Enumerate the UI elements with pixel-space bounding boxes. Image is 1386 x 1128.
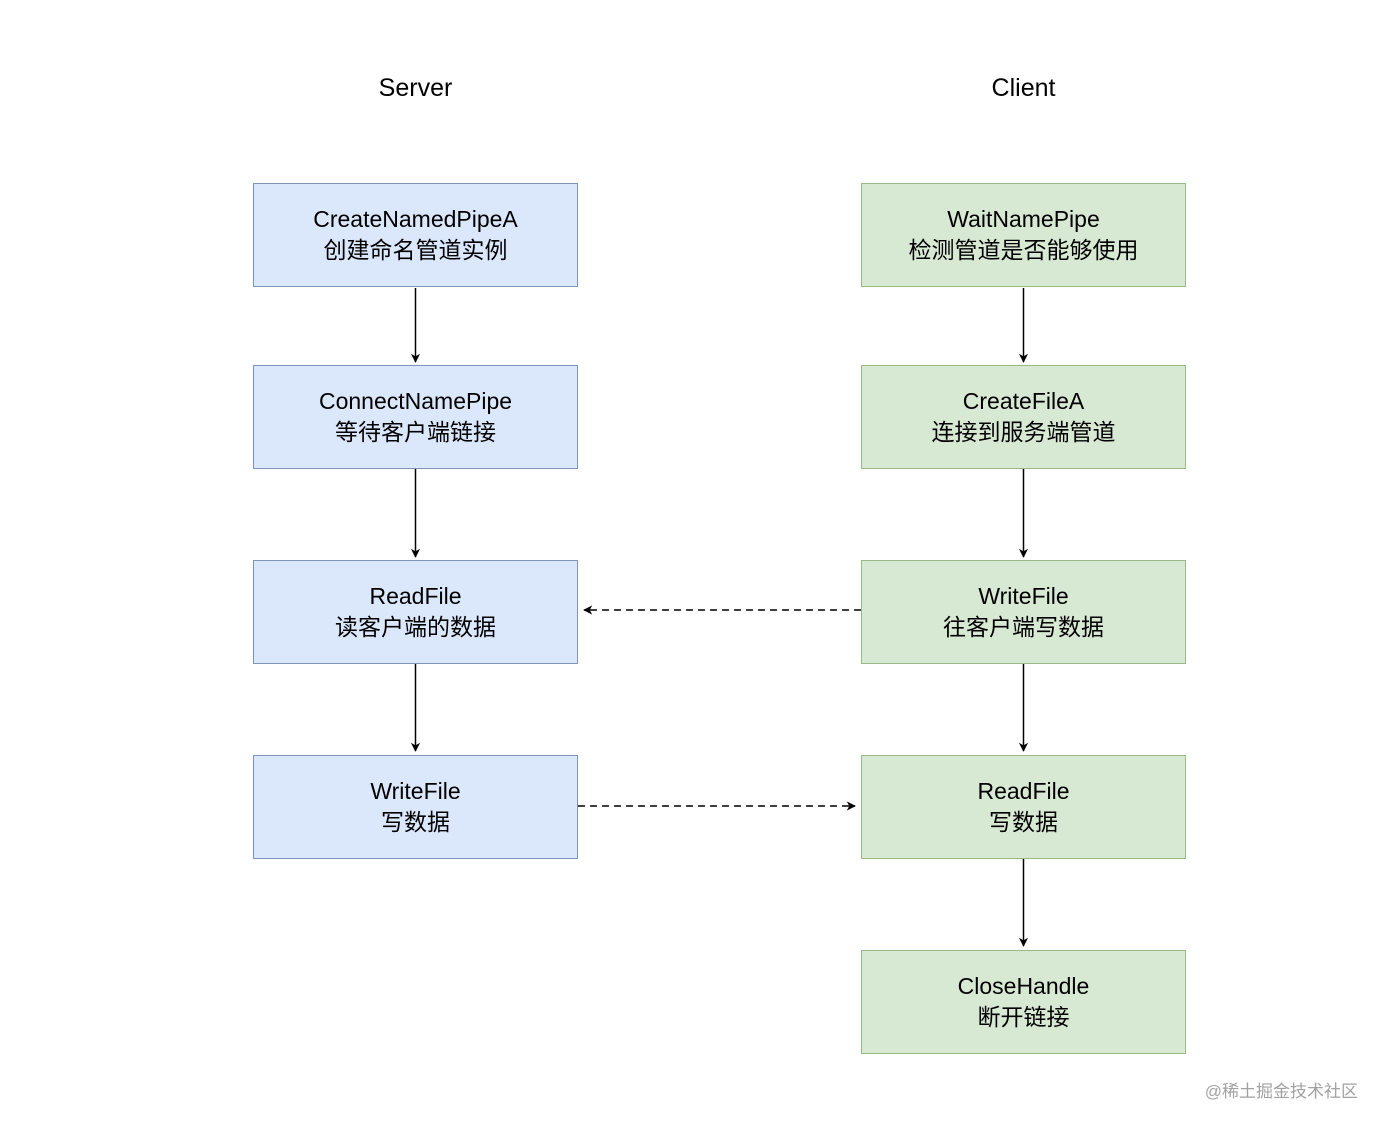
node-server-createnamedpipea: CreateNamedPipeA 创建命名管道实例 bbox=[253, 183, 578, 287]
node-api-label: WriteFile bbox=[370, 778, 461, 804]
node-desc-label: 检测管道是否能够使用 bbox=[908, 237, 1139, 263]
node-api-label: ReadFile bbox=[369, 583, 462, 609]
node-client-writefile: WriteFile 往客户端写数据 bbox=[861, 560, 1186, 664]
node-client-closehandle: CloseHandle 断开链接 bbox=[861, 950, 1186, 1054]
client-column-header: Client bbox=[991, 74, 1056, 102]
server-column-header: Server bbox=[378, 74, 453, 102]
node-desc-label: 创建命名管道实例 bbox=[323, 237, 508, 263]
node-desc-label: 往客户端写数据 bbox=[943, 614, 1104, 640]
node-api-label: ConnectNamePipe bbox=[318, 388, 513, 414]
node-client-createfilea: CreateFileA 连接到服务端管道 bbox=[861, 365, 1186, 469]
node-server-readfile: ReadFile 读客户端的数据 bbox=[253, 560, 578, 664]
node-api-label: WriteFile bbox=[978, 583, 1069, 609]
node-server-writefile: WriteFile 写数据 bbox=[253, 755, 578, 859]
node-client-readfile: ReadFile 写数据 bbox=[861, 755, 1186, 859]
node-desc-label: 连接到服务端管道 bbox=[931, 419, 1116, 445]
node-desc-label: 写数据 bbox=[989, 809, 1058, 835]
node-api-label: CreateNamedPipeA bbox=[313, 206, 518, 232]
node-desc-label: 写数据 bbox=[381, 809, 450, 835]
node-desc-label: 等待客户端链接 bbox=[335, 419, 496, 445]
node-api-label: WaitNamePipe bbox=[947, 206, 1100, 232]
juejin-watermark: @稀土掘金技术社区 bbox=[1204, 1082, 1358, 1101]
node-client-waitnamepipe: WaitNamePipe 检测管道是否能够使用 bbox=[861, 183, 1186, 287]
node-desc-label: 读客户端的数据 bbox=[335, 614, 496, 640]
node-api-label: CloseHandle bbox=[957, 973, 1090, 999]
node-desc-label: 断开链接 bbox=[977, 1004, 1070, 1030]
node-server-connectnamepipe: ConnectNamePipe 等待客户端链接 bbox=[253, 365, 578, 469]
node-api-label: CreateFileA bbox=[962, 388, 1085, 414]
node-api-label: ReadFile bbox=[977, 778, 1070, 804]
